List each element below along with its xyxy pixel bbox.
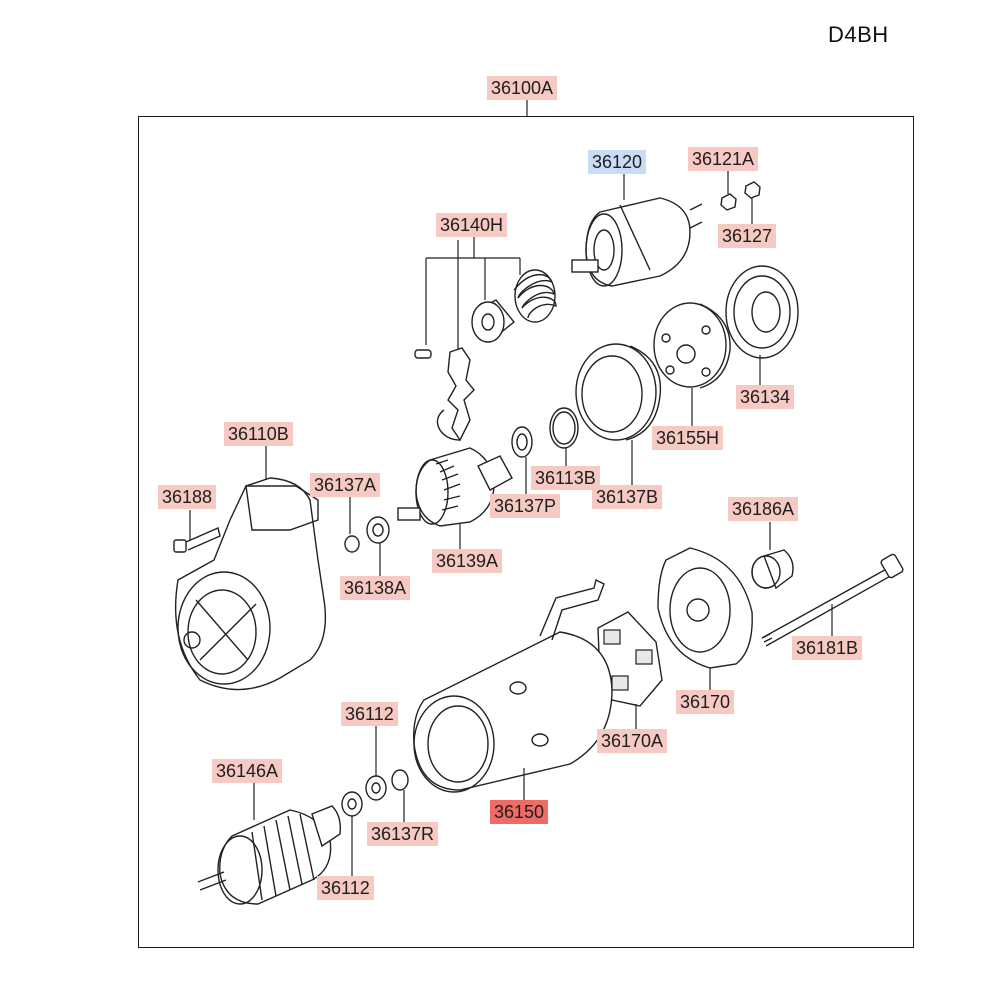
ring-b-drawing [549,407,579,449]
ring-r-drawing [391,769,409,791]
yoke-drawing [413,578,613,793]
pin-drawing [414,349,432,359]
housing-drawing [174,477,327,691]
large-ring-drawing [575,343,662,441]
label-nut-a[interactable]: 36121A [688,147,759,171]
label-yoke[interactable]: 36150 [490,800,549,824]
through-bolt-drawing [761,553,904,647]
label-assembly[interactable]: 36100A [487,76,558,100]
pinion-drawing [397,447,513,527]
label-rear-bracket[interactable]: 36170 [676,690,735,714]
label-ring-r[interactable]: 36137R [367,822,439,846]
label-through-bolt[interactable]: 36181B [792,636,863,660]
label-bolt-small[interactable]: 36188 [158,485,217,509]
lever-bushing-drawing [471,299,515,343]
clip-drawing [344,535,360,553]
lever-drawing [447,347,475,442]
label-pinion[interactable]: 36139A [432,549,503,573]
nut-a-drawing [720,193,737,211]
label-housing[interactable]: 36110B [224,422,293,446]
bushing-drawing [751,549,794,590]
spring-drawing [513,269,557,323]
small-bolt-drawing [173,527,221,553]
end-cover-drawing [725,265,799,359]
label-lever-set[interactable]: 36140H [436,213,508,237]
label-solenoid[interactable]: 36120 [588,150,647,174]
label-end-cover[interactable]: 36134 [736,385,795,409]
armature-drawing [197,805,342,905]
washer-bottom-drawing [341,791,363,817]
ring-p-drawing [511,426,533,458]
label-ring-p[interactable]: 36137P [490,494,561,518]
washer-top-drawing [365,775,387,801]
rear-bracket-drawing [657,547,753,669]
label-ring-large[interactable]: 36137B [592,485,663,509]
brush-holder-drawing [597,611,663,707]
label-washer-bottom[interactable]: 36112 [317,876,374,900]
label-nut-b[interactable]: 36127 [718,224,777,248]
assembly-frame [138,116,914,948]
washer-a-drawing [366,516,390,544]
label-brush-holder[interactable]: 36170A [597,729,668,753]
solenoid-drawing [571,197,703,287]
label-washer-top[interactable]: 36112 [341,702,398,726]
plate-drawing [653,302,731,389]
label-plate[interactable]: 36155H [652,426,724,450]
label-washer-a[interactable]: 36138A [340,576,411,600]
label-clip[interactable]: 36137A [310,473,381,497]
label-ring-b[interactable]: 36113B [531,466,600,490]
label-bushing[interactable]: 36186A [728,497,799,521]
label-armature[interactable]: 36146A [212,759,283,783]
engine-code: D4BH [828,22,889,47]
nut-b-drawing [744,181,761,199]
